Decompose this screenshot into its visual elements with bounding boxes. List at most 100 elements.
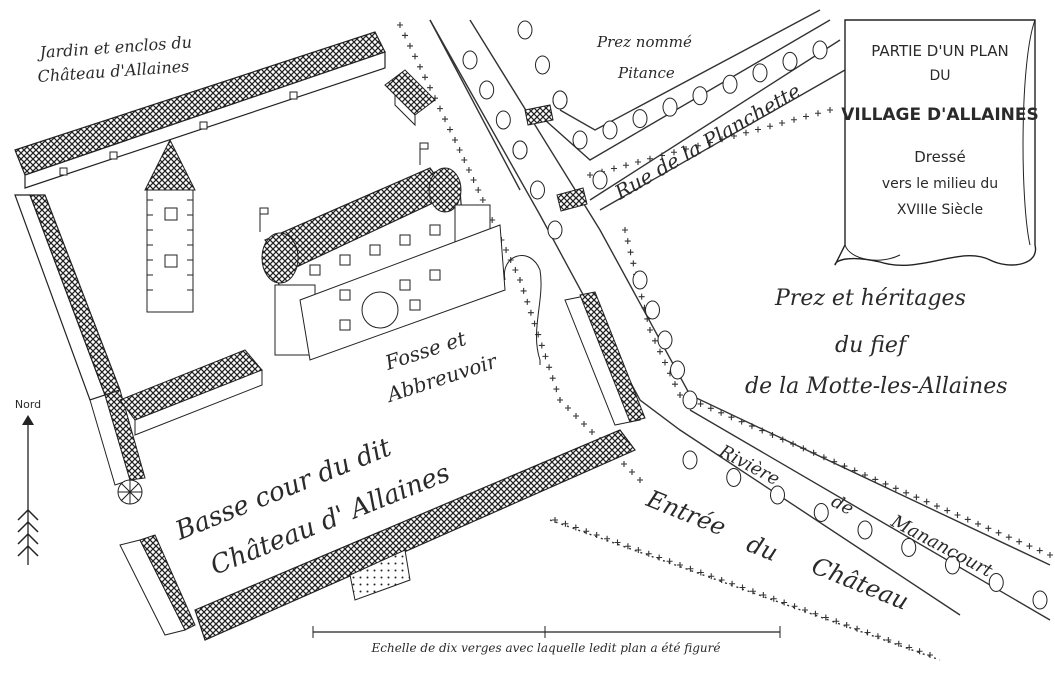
cartouche-line6: XVIIIe Siècle <box>897 202 983 218</box>
gate-star <box>117 479 143 505</box>
tree <box>517 20 533 40</box>
hedge-cross <box>479 197 486 203</box>
cartouche-line3: VILLAGE D'ALLAINES <box>841 105 1039 125</box>
hedge-cross <box>1047 552 1053 558</box>
hedge-cross <box>442 116 448 123</box>
hedge-cross <box>627 249 634 256</box>
tree <box>645 300 660 320</box>
label-garden-2: Château d'Allaines <box>37 56 190 86</box>
hedge-cross <box>892 485 899 492</box>
hedge-cross <box>933 503 940 510</box>
hedge-cross <box>731 133 737 139</box>
hedge-cross <box>630 260 637 267</box>
tree <box>722 74 738 94</box>
hedge-cross <box>800 445 807 452</box>
hedge-cross <box>729 580 736 587</box>
hedge-cross <box>739 584 746 591</box>
hedge-cross <box>587 172 593 178</box>
tree <box>657 330 673 350</box>
hedge-cross <box>553 386 560 393</box>
hedge-cross <box>637 477 643 483</box>
label-riviere-2: de <box>828 491 857 520</box>
hedge-cross <box>565 405 571 411</box>
hedge-cross <box>760 592 767 598</box>
hedge-cross <box>461 157 468 163</box>
hedge-cross <box>465 167 472 173</box>
hedge-cross <box>985 525 992 532</box>
hedge-cross <box>520 287 527 294</box>
hedge-cross <box>862 472 868 478</box>
hedge-cross <box>827 107 833 113</box>
hedge-cross <box>708 573 715 580</box>
hedge-cross <box>402 32 408 39</box>
pond-outline <box>503 255 542 365</box>
hedge-cross <box>666 558 673 565</box>
hedge-cross <box>791 116 797 123</box>
hedge-cross <box>611 165 617 172</box>
tree <box>945 555 960 575</box>
hedge-cross <box>647 155 653 162</box>
hedge-cross <box>954 512 961 518</box>
tree <box>462 50 478 70</box>
tree <box>530 180 545 200</box>
tree <box>682 390 698 410</box>
tree <box>726 468 742 487</box>
hedge-cross <box>927 652 933 658</box>
hedge-cross <box>470 177 477 183</box>
hedge-cross <box>975 520 982 527</box>
tree <box>602 120 618 140</box>
hedge-cross <box>549 375 556 382</box>
hedge-cross <box>833 618 840 625</box>
hedge-cross <box>767 123 773 130</box>
hedge-cross <box>769 432 776 438</box>
lower-left-wing <box>119 534 196 636</box>
hedge-cross <box>687 565 694 572</box>
hedge-cross <box>581 421 587 427</box>
hedge-cross <box>791 603 798 610</box>
hedge-cross <box>672 381 678 388</box>
hedge-cross <box>683 146 689 152</box>
label-herit-1: Prez et héritages <box>774 286 966 311</box>
tree <box>479 80 495 100</box>
tree <box>692 86 708 106</box>
hedge-cross <box>427 84 433 91</box>
label-prez-1: Prez nommé <box>596 33 692 51</box>
hedge-cross <box>1036 547 1043 554</box>
hedge-cross <box>447 126 453 133</box>
tree <box>752 63 768 83</box>
hedge-cross <box>874 633 881 640</box>
hedge-cross <box>621 461 627 467</box>
hedge-cross <box>779 436 786 443</box>
hedge-cross <box>622 227 628 233</box>
hedge-cross <box>517 277 523 283</box>
hedge-cross <box>790 440 797 447</box>
hedge-cross <box>707 139 713 146</box>
tree <box>857 520 873 540</box>
tree <box>782 51 798 71</box>
hedge-cross <box>614 539 621 546</box>
label-entree-2: du <box>743 530 782 568</box>
hedge-cross <box>524 298 531 305</box>
hedge-cross <box>456 147 463 153</box>
hedge-cross <box>841 463 848 470</box>
tree <box>547 220 563 240</box>
hedge-cross <box>572 524 579 531</box>
tree <box>592 170 608 190</box>
hedge-cross <box>417 63 423 70</box>
label-nord: Nord <box>15 398 41 411</box>
hedge-cross <box>759 427 766 434</box>
stable-building <box>119 349 263 436</box>
hedge-cross <box>738 418 745 425</box>
tree <box>901 538 917 557</box>
hedge-cross <box>593 532 600 538</box>
hedge-cross <box>652 337 658 344</box>
hedge-cross <box>407 42 413 49</box>
hedge-cross <box>854 625 861 632</box>
label-herit-3: de la Motte-les-Allaines <box>745 374 1008 399</box>
tree <box>812 40 828 60</box>
hedge-cross <box>822 614 829 621</box>
hedge-cross <box>573 413 579 419</box>
right-wing-building <box>564 291 646 426</box>
buildings <box>14 31 646 641</box>
hedge-cross <box>512 267 519 273</box>
